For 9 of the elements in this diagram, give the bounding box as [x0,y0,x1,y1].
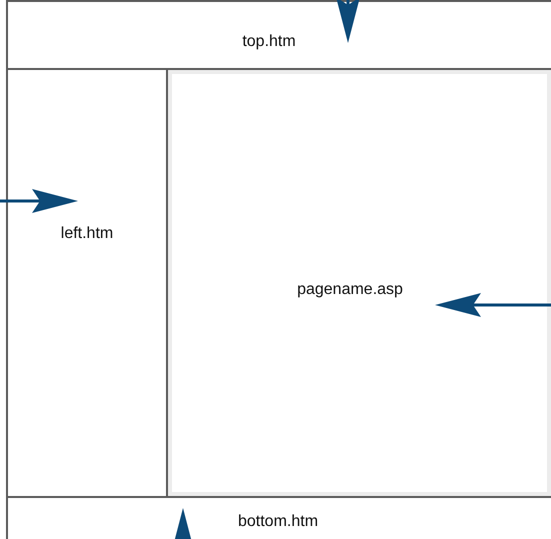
frame-box [166,68,551,498]
arrow [0,189,78,213]
frame-box [6,0,551,70]
arrow [336,0,360,43]
frame-label: bottom.htm [238,513,318,531]
arrow [435,293,551,317]
frame-label: left.htm [60,225,114,243]
frame-label: top.htm [242,33,296,51]
frame-label: pagename.asp [297,281,403,299]
